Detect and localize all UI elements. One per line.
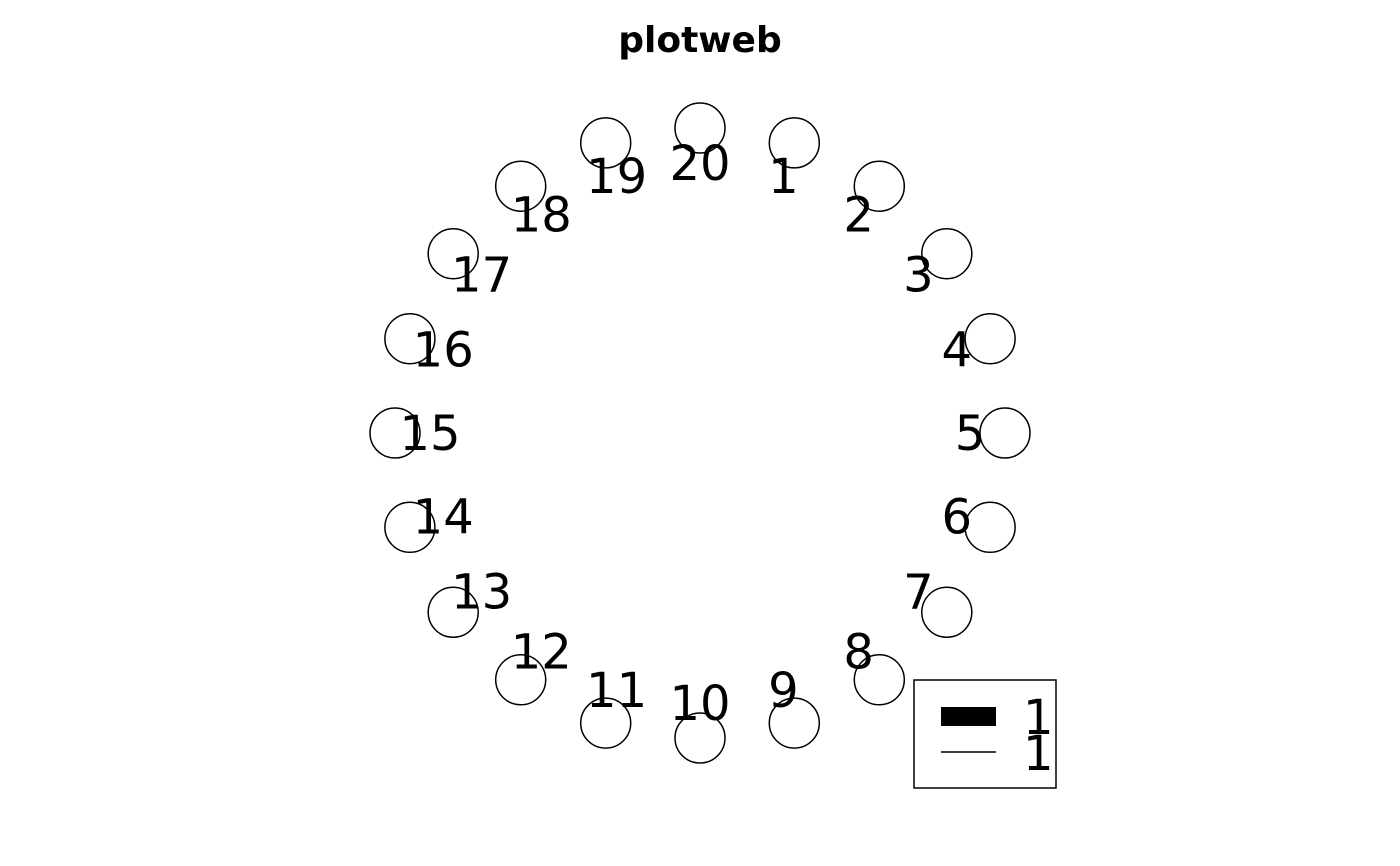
node-circle-8 (853, 654, 906, 706)
node-circle-12 (494, 654, 547, 706)
node-label-19: 19 (586, 149, 647, 205)
node-label-14: 14 (413, 489, 474, 545)
node-circle-5 (979, 407, 1031, 459)
node-label-3: 3 (903, 247, 934, 303)
node-circle-2 (853, 160, 906, 212)
node-label-6: 6 (942, 489, 973, 545)
node-label-10: 10 (669, 676, 730, 732)
plot-title: plotweb (618, 20, 782, 61)
node-label-4: 4 (942, 323, 973, 379)
node-circle-14 (384, 501, 436, 554)
node-circle-18 (494, 160, 547, 212)
node-label-17: 17 (451, 247, 512, 303)
node-label-18: 18 (511, 188, 572, 244)
legend-box (913, 679, 1057, 789)
node-label-7: 7 (903, 565, 934, 621)
node-circle-17 (427, 227, 479, 280)
node-label-20: 20 (669, 136, 730, 192)
node-circle-15 (369, 407, 421, 459)
node-circle-10 (674, 712, 726, 764)
node-label-8: 8 (843, 624, 874, 680)
node-circle-1 (768, 117, 821, 169)
node-circle-3 (921, 227, 973, 280)
node-circle-13 (427, 586, 479, 639)
node-label-15: 15 (399, 406, 460, 462)
node-circle-20 (674, 102, 726, 154)
node-label-9: 9 (768, 663, 799, 719)
legend-label-2: 1 (1023, 726, 1054, 782)
node-label-1: 1 (768, 149, 799, 205)
node-circle-11 (579, 697, 632, 749)
node-label-16: 16 (413, 323, 474, 379)
node-circle-16 (384, 312, 436, 365)
legend-filled-bar-symbol (941, 707, 996, 726)
node-label-11: 11 (586, 663, 647, 719)
node-circle-19 (579, 117, 632, 169)
node-circle-9 (768, 697, 821, 749)
node-label-5: 5 (955, 406, 986, 462)
node-circle-4 (964, 312, 1016, 365)
legend: 1 1 (913, 679, 1057, 789)
legend-label-1: 1 (1023, 690, 1054, 746)
node-label-12: 12 (511, 624, 572, 680)
node-label-2: 2 (843, 188, 874, 244)
node-label-13: 13 (451, 565, 512, 621)
node-circle-7 (921, 586, 973, 639)
node-circle-6 (964, 501, 1016, 554)
